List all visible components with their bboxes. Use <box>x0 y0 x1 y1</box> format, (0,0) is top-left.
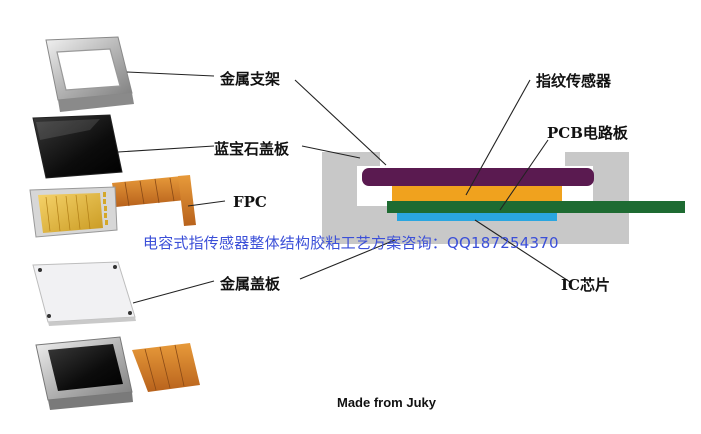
leader-sapphire-section <box>301 145 361 159</box>
metal-bracket-illustration <box>45 36 134 112</box>
label-ic-chip: IC芯片 <box>561 276 610 294</box>
fpc-illustration <box>29 175 196 238</box>
watermark-text: 电容式指传感器整体结构胶粘工艺方案咨询：QQ187254370 <box>143 234 559 252</box>
label-fingerprint-sensor: 指纹传感器 <box>536 72 612 90</box>
label-pcb-board: PCB电路板 <box>547 124 628 142</box>
fingerprint-sensor-layer <box>362 168 594 186</box>
leader-sapphire-cover <box>117 145 215 153</box>
ic-chip-layer <box>397 213 557 221</box>
credit-text: Made from Juky <box>337 395 436 410</box>
leader-bracket-section <box>294 79 387 166</box>
label-sapphire-cover: 蓝宝石盖板 <box>214 140 290 158</box>
leader-fpc <box>187 200 226 207</box>
label-fpc: FPC <box>233 193 267 211</box>
leader-metal-cover <box>132 280 215 304</box>
leader-metal-cover-section <box>299 239 396 280</box>
leader-lines <box>117 71 571 304</box>
assembled-module-illustration <box>35 336 200 410</box>
leader-ic-chip <box>474 219 571 283</box>
metal-cover-illustration <box>32 261 136 326</box>
leader-metal-bracket <box>126 71 215 77</box>
pcb-board-layer <box>387 201 685 213</box>
leader-pcb-board <box>499 139 549 211</box>
sapphire-cover-illustration <box>32 114 123 179</box>
label-metal-cover: 金属盖板 <box>220 275 281 293</box>
leader-fingerprint-sensor <box>465 79 531 196</box>
label-metal-bracket: 金属支架 <box>220 70 281 88</box>
cross-section-diagram <box>322 152 685 244</box>
